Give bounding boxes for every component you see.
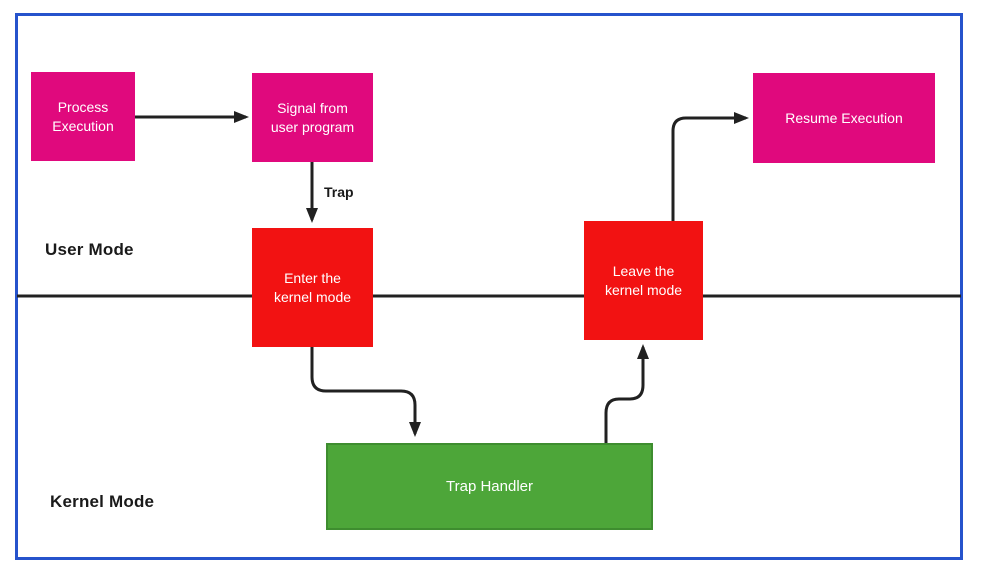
- diagram-border: [15, 13, 963, 560]
- arrow-trap-handler-to-leave: [604, 344, 649, 443]
- trap-edge-label: Trap: [324, 184, 354, 200]
- node-enter-kernel-mode-label: Enter the kernel mode: [273, 270, 352, 305]
- node-signal-from-user-program: Signal from user program: [252, 73, 373, 162]
- node-enter-kernel-mode: Enter the kernel mode: [252, 228, 373, 347]
- node-trap-handler-label: Trap Handler: [446, 477, 533, 495]
- node-leave-kernel-mode-label: Leave the kernel mode: [604, 263, 683, 298]
- node-signal-from-user-program-label: Signal from user program: [270, 100, 355, 135]
- node-process-execution: Process Execution: [31, 72, 135, 161]
- user-mode-label: User Mode: [45, 240, 134, 259]
- arrow-leave-to-resume: [671, 112, 749, 221]
- kernel-mode-label: Kernel Mode: [50, 492, 155, 511]
- node-leave-kernel-mode: Leave the kernel mode: [584, 221, 703, 340]
- node-resume-execution: Resume Execution: [753, 73, 935, 163]
- node-resume-execution-label: Resume Execution: [785, 109, 903, 126]
- node-process-execution-label: Process Execution: [52, 99, 114, 134]
- arrow-enter-to-trap-handler: [310, 347, 421, 437]
- node-trap-handler: Trap Handler: [326, 443, 653, 530]
